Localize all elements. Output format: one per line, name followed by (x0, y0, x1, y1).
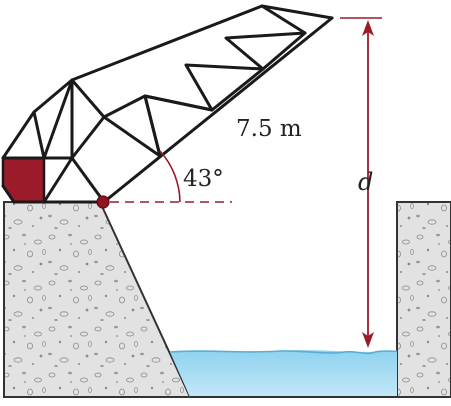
right-concrete-wall (396, 201, 451, 398)
angle-label: 43° (183, 166, 224, 192)
water-surface (169, 350, 398, 355)
pivot-pin (96, 195, 110, 209)
angle-arc (159, 150, 181, 203)
length-label: 7.5 m (236, 116, 302, 142)
truss-boom (1, 4, 334, 204)
height-label: d (358, 168, 373, 196)
water-channel (170, 350, 397, 397)
left-concrete-bank (3, 201, 192, 398)
dimension-arrow (362, 20, 374, 348)
